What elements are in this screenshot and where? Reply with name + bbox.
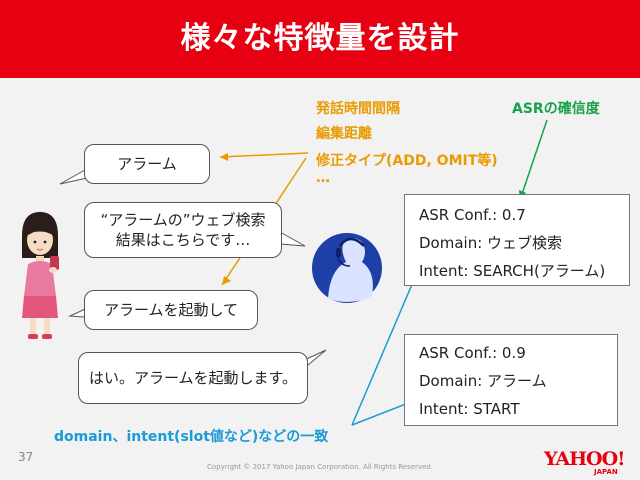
asr-conf-2: ASR Conf.: 0.9 [419,344,526,362]
user-bubble-1: アラーム [84,144,210,184]
feature-asr-confidence: ASRの確信度 [512,101,600,117]
feature-utterance-interval: 発話時間間隔 [316,101,400,117]
user-person-icon [22,212,59,339]
nlu-result-box-1: ASR Conf.: 0.7 Domain: ウェブ検索 Intent: SEA… [404,194,630,286]
intent-1: Intent: SEARCH(アラーム) [419,262,606,280]
logo-sub-text: JAPAN [594,468,618,476]
user-utterance-2: アラームを起動して [103,301,239,319]
title-bar [0,0,640,78]
nlu-result-box-2: ASR Conf.: 0.9 Domain: アラーム Intent: STAR… [404,334,618,426]
user-bubble-2: アラームを起動して [84,290,258,330]
orange-arrow-to-user-1 [219,152,309,158]
bubble-tail-system-1 [279,231,306,247]
feature-correction-type: 修正タイプ(ADD, OMIT等) [316,153,498,169]
copyright-text: Copyright © 2017 Yahoo Japan Corporation… [206,463,434,471]
green-arrow [519,119,548,201]
blue-arrow-to-intent-1 [351,274,417,426]
feature-edit-distance: 編集距離 [316,126,372,142]
feature-domain-intent-match: domain、intent(slot値など)などの一致 [54,429,329,445]
logo-main-text: YAHOO! [544,448,625,470]
system-bubble-1: “アラームの”ウェブ検索 結果はこちらです… [84,202,282,258]
page-title: 様々な特徴量を設計 [180,21,460,56]
system-response-2: はい。アラームを起動します。 [88,369,298,387]
user-utterance-1: アラーム [117,155,177,173]
intent-2: Intent: START [419,400,520,418]
yahoo-japan-logo: YAHOO! JAPAN [544,448,636,478]
system-bubble-2: はい。アラームを起動します。 [78,352,308,404]
domain-2: Domain: アラーム [419,372,547,390]
system-response-1-line2: 結果はこちらです… [115,231,251,249]
page-number: 37 [18,450,34,464]
feature-ellipsis: … [316,170,330,186]
domain-1: Domain: ウェブ検索 [419,234,563,252]
asr-conf-1: ASR Conf.: 0.7 [419,206,526,224]
assistant-icon [312,233,382,303]
system-response-1-line1: “アラームの”ウェブ検索 [100,211,266,229]
